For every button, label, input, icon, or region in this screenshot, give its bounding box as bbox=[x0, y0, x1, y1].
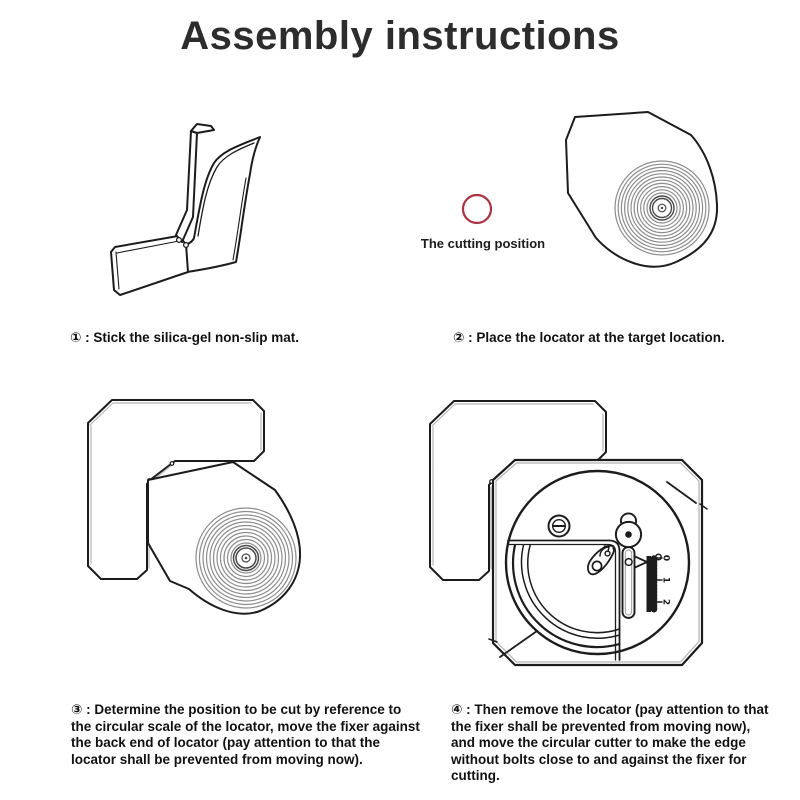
mat-arm-top-cap bbox=[190, 123, 215, 134]
locator-illustration bbox=[461, 111, 719, 268]
cutting-position-label: The cutting position bbox=[420, 236, 546, 251]
cutting-position-marker bbox=[461, 193, 493, 225]
adjustment-slot bbox=[621, 546, 636, 619]
silica-gel-mat-illustration bbox=[110, 123, 261, 296]
ruler-label-1: 1 bbox=[661, 577, 671, 583]
measuring-ruler bbox=[646, 555, 663, 614]
mat-upper-arm bbox=[175, 130, 198, 243]
locator-body bbox=[147, 461, 302, 615]
adjustment-knob bbox=[614, 512, 643, 549]
divider-wall bbox=[507, 539, 621, 661]
mat-bottom-arm bbox=[110, 235, 189, 296]
locator-circular-scale bbox=[195, 507, 297, 609]
cutter-disc-opening bbox=[504, 469, 691, 656]
locator-hub bbox=[232, 544, 260, 572]
step1-caption: ① : Stick the silica-gel non-slip mat. bbox=[70, 330, 299, 345]
lock-screw bbox=[547, 514, 571, 538]
page-title: Assembly instructions bbox=[180, 14, 620, 58]
peel-film bbox=[185, 136, 261, 273]
step3-caption: ③ : Determine the position to be cut by … bbox=[71, 702, 420, 767]
release-lever bbox=[587, 544, 615, 576]
fixer-locator-illustration bbox=[87, 399, 302, 615]
corner-brace-lines bbox=[499, 481, 697, 658]
circular-cutter-illustration: 0 1 2 bbox=[429, 400, 708, 667]
locator-hub bbox=[649, 195, 675, 221]
step4-caption: ④ : Then remove the locator (pay attenti… bbox=[451, 702, 769, 784]
guide-arcs bbox=[511, 543, 621, 649]
ruler-label-0: 0 bbox=[661, 555, 671, 561]
locator-circular-scale bbox=[614, 160, 710, 256]
rotate-arrow bbox=[599, 545, 610, 557]
ruler-label-2: 2 bbox=[661, 599, 671, 605]
step2-caption: ② : Place the locator at the target loca… bbox=[453, 330, 725, 345]
